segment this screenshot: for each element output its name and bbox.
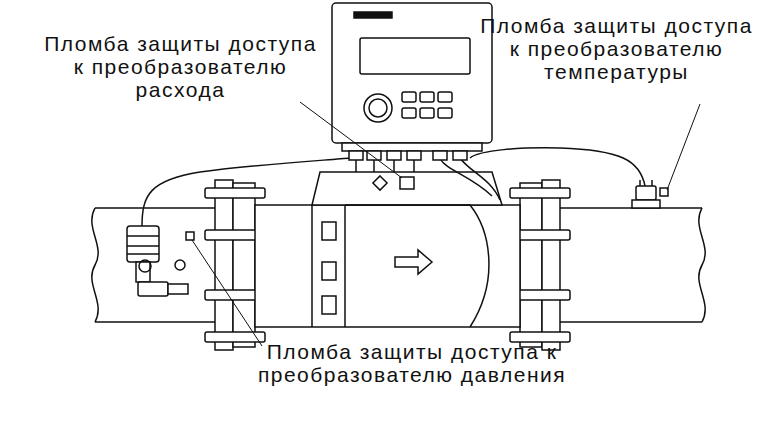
- electronics-unit: [364, 94, 392, 122]
- pipe: [92, 208, 98, 322]
- flange: [233, 183, 255, 347]
- callout-label: Пломба защиты доступа к преобразователю …: [39, 32, 322, 101]
- meter-body: [312, 205, 345, 327]
- leader-line: [667, 104, 700, 190]
- pipe: [699, 208, 705, 322]
- electronics-unit: [438, 108, 452, 118]
- flange: [205, 188, 265, 198]
- electronics-unit: [342, 143, 482, 151]
- electronics-unit: [369, 99, 387, 117]
- temperature-transducer: [640, 180, 652, 186]
- electronics-unit: [367, 151, 381, 160]
- electronics-unit: [354, 12, 392, 18]
- electronics-unit: [407, 151, 421, 160]
- meter-body: [373, 176, 387, 190]
- leader-line: [192, 102, 700, 346]
- pressure-transducer: [127, 226, 194, 296]
- meter-body: [255, 172, 520, 327]
- cable: [460, 158, 500, 200]
- electronics-unit: [420, 92, 434, 102]
- cable: [142, 148, 645, 226]
- flange: [542, 180, 560, 350]
- meter-body: [312, 172, 502, 205]
- pressure-transducer: [168, 284, 188, 294]
- seal: [400, 177, 414, 189]
- electronics-unit: [360, 38, 470, 74]
- cable: [470, 148, 645, 186]
- flange: [215, 180, 233, 350]
- pressure-transducer: [127, 236, 159, 254]
- seal: [186, 232, 194, 240]
- pressure-transducer: [175, 260, 185, 270]
- flange: [510, 188, 570, 198]
- cable: [142, 158, 350, 226]
- electronics-unit: [420, 108, 434, 118]
- meter-body: [345, 205, 489, 327]
- electronics-unit: [402, 108, 416, 118]
- meter-body: [322, 296, 336, 314]
- pressure-transducer: [138, 282, 168, 296]
- leader-line: [192, 240, 262, 346]
- electronics-unit: [402, 92, 416, 102]
- leader-line: [300, 102, 402, 178]
- electronics-unit: [453, 151, 467, 160]
- temperature-transducer: [636, 186, 656, 200]
- electronics-unit: [332, 3, 492, 160]
- pressure-transducer: [127, 226, 159, 262]
- meter-body: [395, 250, 432, 274]
- temperature-transducer: [632, 200, 660, 208]
- electronics-unit: [433, 151, 447, 160]
- temperature-transducer: [632, 180, 668, 208]
- electronics-unit: [349, 151, 363, 160]
- meter-body: [255, 205, 520, 327]
- callout-label: Пломба защиты доступа к преобразователю …: [475, 14, 758, 83]
- electronics-unit: [438, 92, 452, 102]
- pressure-transducer: [139, 260, 151, 272]
- meter-body: [322, 222, 336, 240]
- flange: [520, 183, 542, 347]
- callout-label: Пломба защиты доступа к преобразователю …: [247, 340, 577, 386]
- electronics-unit: [387, 151, 401, 160]
- meter-body: [322, 262, 336, 280]
- electronics-unit: [332, 3, 492, 143]
- flange: [205, 180, 570, 350]
